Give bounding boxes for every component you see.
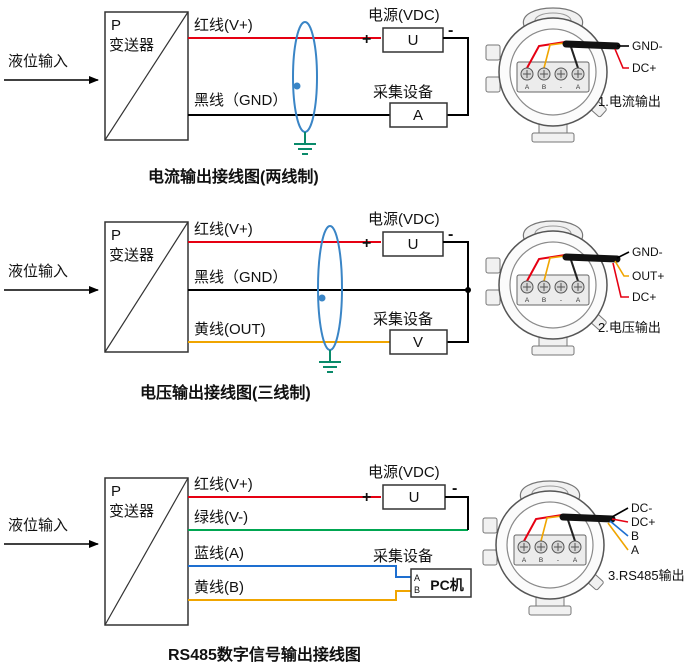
transmitter-diagonal [104, 221, 189, 353]
pin-wire-yellow [607, 522, 629, 551]
cable [559, 513, 616, 523]
terminal-head-3: DC- DC+ B A 3.RS485输出 [482, 480, 685, 616]
device-caption: 3.RS485输出 [608, 568, 685, 583]
section-caption: RS485数字信号输出接线图 [168, 645, 361, 664]
cable [562, 253, 621, 263]
red-wire-label: 红线(V+) [194, 221, 253, 238]
red-wire-label: 红线(V+) [194, 17, 253, 34]
blue-wire [188, 565, 411, 578]
power-title: 电源(VDC) [368, 7, 440, 24]
green-wire-label: 绿线(V-) [194, 509, 248, 526]
pin-label: DC- [631, 501, 652, 515]
power-unit-box [382, 484, 446, 510]
input-label: 液位输入 [8, 263, 68, 280]
section-caption: 电流输出接线图(两线制) [148, 167, 319, 186]
device-caption: 1.电流输出 [598, 94, 661, 109]
minus-sign: - [452, 480, 457, 497]
collector-title: 采集设备 [373, 311, 433, 328]
input-label: 液位输入 [8, 517, 68, 534]
transmitter-p: P [111, 227, 121, 244]
section-voltage-output: 液位输入 P 变送器 红线(V+) 黑线（GND） 黄线(OUT) 电源(VDC… [4, 211, 664, 402]
minus-sign: - [448, 226, 453, 243]
pin-wire-red [612, 262, 629, 298]
plus-sign: + [362, 489, 371, 506]
collector-title: 采集设备 [373, 84, 433, 101]
ground-symbol [294, 132, 316, 155]
terminal-head-2: GND- OUT+ DC+ 2.电压输出 [485, 220, 664, 356]
power-unit: U [409, 489, 420, 506]
plus-sign: + [362, 235, 371, 252]
power-title: 电源(VDC) [368, 211, 440, 228]
input-label: 液位输入 [8, 53, 68, 70]
yellow-wire-label: 黄线(B) [194, 579, 244, 596]
black-wire-label: 黑线（GND） [194, 92, 287, 109]
yellow-wire-label: 黄线(OUT) [194, 321, 266, 338]
pin-label: DC+ [632, 61, 656, 75]
yellow-wire [188, 590, 411, 601]
pin-label: B [631, 529, 639, 543]
transmitter-name: 变送器 [109, 247, 154, 264]
power-unit: U [408, 236, 419, 253]
section-rs485-output: 液位输入 P 变送器 红线(V+) 绿线(V-) 蓝线(A) 黄线(B) 电源(… [4, 464, 685, 664]
transmitter-name: 变送器 [109, 503, 154, 520]
minus-sign: - [448, 22, 453, 39]
power-unit-box [382, 27, 444, 53]
junction-dot [465, 287, 471, 293]
power-title: 电源(VDC) [368, 464, 440, 481]
transmitter-p: P [111, 483, 121, 500]
power-unit-box [382, 231, 444, 257]
collector-unit-box [389, 102, 448, 128]
transmitter-diagonal [104, 11, 189, 141]
pin-wire-yellow [614, 260, 629, 277]
red-wire-label: 红线(V+) [194, 476, 253, 493]
cable [562, 40, 621, 50]
collector-unit: A [413, 107, 423, 124]
device-caption: 2.电压输出 [598, 320, 661, 335]
pin-label: GND- [632, 39, 663, 53]
ground-symbol [319, 350, 341, 373]
section-caption: 电压输出接线图(三线制) [140, 383, 311, 402]
plus-sign: + [362, 31, 371, 48]
pin-wire-red [611, 518, 629, 523]
return-wire [443, 37, 469, 116]
collector-unit: V [413, 334, 423, 351]
collector-title: 采集设备 [373, 548, 433, 565]
terminal-head-1: GND- DC+ 1.电流输出 [485, 7, 663, 143]
pc-box [410, 568, 472, 598]
pin-wire-red [614, 48, 629, 69]
transmitter-diagonal [104, 477, 189, 626]
transmitter-p: P [111, 17, 121, 34]
pin-wire-blue [609, 520, 629, 537]
section-current-output: 液位输入 P 变送器 红线(V+) 黑线（GND） 电源(VDC) + U - … [4, 7, 663, 186]
shield-loop [317, 225, 343, 351]
black-wire-label: 黑线（GND） [194, 269, 287, 286]
blue-wire-label: 蓝线(A) [194, 545, 244, 562]
return-wire [445, 496, 469, 530]
pin-wire-black [611, 507, 629, 518]
port-a-label: A [414, 573, 420, 583]
collector-unit-box [389, 329, 448, 355]
collector-unit: PC机 [430, 577, 463, 593]
pin-label: A [631, 543, 639, 557]
pin-label: GND- [632, 245, 663, 259]
return-wire [443, 241, 469, 343]
transmitter-name: 变送器 [109, 37, 154, 54]
pin-label: DC+ [632, 290, 656, 304]
pin-label: DC+ [631, 515, 655, 529]
pin-label: OUT+ [632, 269, 664, 283]
pin-wire-black [616, 251, 630, 259]
power-unit: U [408, 32, 419, 49]
port-b-label: B [414, 585, 420, 595]
